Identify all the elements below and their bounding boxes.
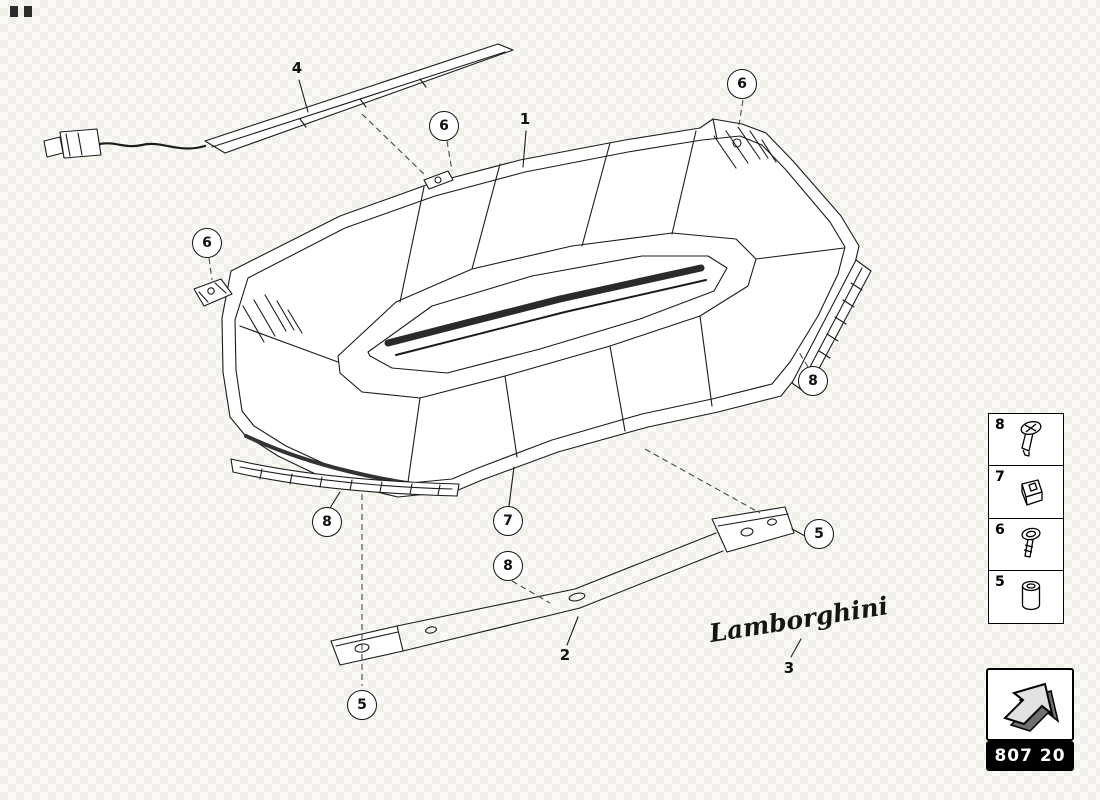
legend-item-7[interactable]: 7 <box>988 465 1064 520</box>
callout-label: 8 <box>322 514 332 530</box>
legend-number: 6 <box>995 521 1005 538</box>
push-rivet-icon <box>1021 527 1041 558</box>
callout-circle-6[interactable]: 6 <box>192 228 222 258</box>
callout-circle-8[interactable]: 8 <box>798 366 828 396</box>
callout-label: 5 <box>357 697 367 713</box>
trim-strip-top <box>43 43 514 159</box>
leader-lines-solid <box>298 79 806 658</box>
part-number-badge: 807 20 <box>986 741 1074 771</box>
callout-circle-6[interactable]: 6 <box>727 69 757 99</box>
callout-circle-6[interactable]: 6 <box>429 111 459 141</box>
countersunk-screw-icon <box>1020 421 1042 457</box>
leader-lines-dashed <box>208 99 809 686</box>
callout-label: 6 <box>202 235 212 251</box>
direction-arrow-icon <box>1003 682 1060 732</box>
callout-label: 5 <box>814 526 824 542</box>
left-mount-bracket <box>193 278 233 307</box>
legend-item-5[interactable]: 5 <box>988 570 1064 625</box>
callout-label: 1 <box>519 110 531 128</box>
callout-circle-5[interactable]: 5 <box>804 519 834 549</box>
callout-circle-8[interactable]: 8 <box>312 507 342 537</box>
direction-arrow-box <box>986 668 1074 741</box>
corner-marks <box>10 6 32 17</box>
callout-label: 4 <box>291 59 303 77</box>
main-panel <box>221 118 860 498</box>
callout-label: 8 <box>808 373 818 389</box>
callout-plain-3[interactable]: 3 <box>784 659 794 677</box>
panel-line-art <box>43 43 872 666</box>
trim-strip-bottom-left <box>230 458 460 497</box>
callout-plain-1[interactable]: 1 <box>520 110 530 128</box>
shoulder-bolt-icon <box>1021 581 1041 611</box>
callout-label: 8 <box>503 558 513 574</box>
callout-label: 3 <box>783 659 795 677</box>
callout-label: 2 <box>559 646 571 664</box>
legend-item-8[interactable]: 8 <box>988 413 1064 467</box>
callout-plain-2[interactable]: 2 <box>560 646 570 664</box>
clip-nut-icon <box>1021 479 1043 507</box>
lower-bracket <box>330 506 795 666</box>
legend-number: 7 <box>995 469 1005 486</box>
legend-item-6[interactable]: 6 <box>988 517 1064 572</box>
callout-label: 6 <box>737 76 747 92</box>
callout-circle-8[interactable]: 8 <box>493 551 523 581</box>
legend-number: 8 <box>995 417 1005 433</box>
callout-label: 7 <box>503 513 513 529</box>
legend-number: 5 <box>995 574 1005 591</box>
callout-circle-7[interactable]: 7 <box>493 506 523 536</box>
callout-circle-5[interactable]: 5 <box>347 690 377 720</box>
callout-label: 6 <box>439 118 449 134</box>
fastener-legend: 8 7 6 <box>988 413 1064 625</box>
callout-plain-4[interactable]: 4 <box>292 59 302 77</box>
brand-script-text: Lamborghini <box>706 591 890 648</box>
